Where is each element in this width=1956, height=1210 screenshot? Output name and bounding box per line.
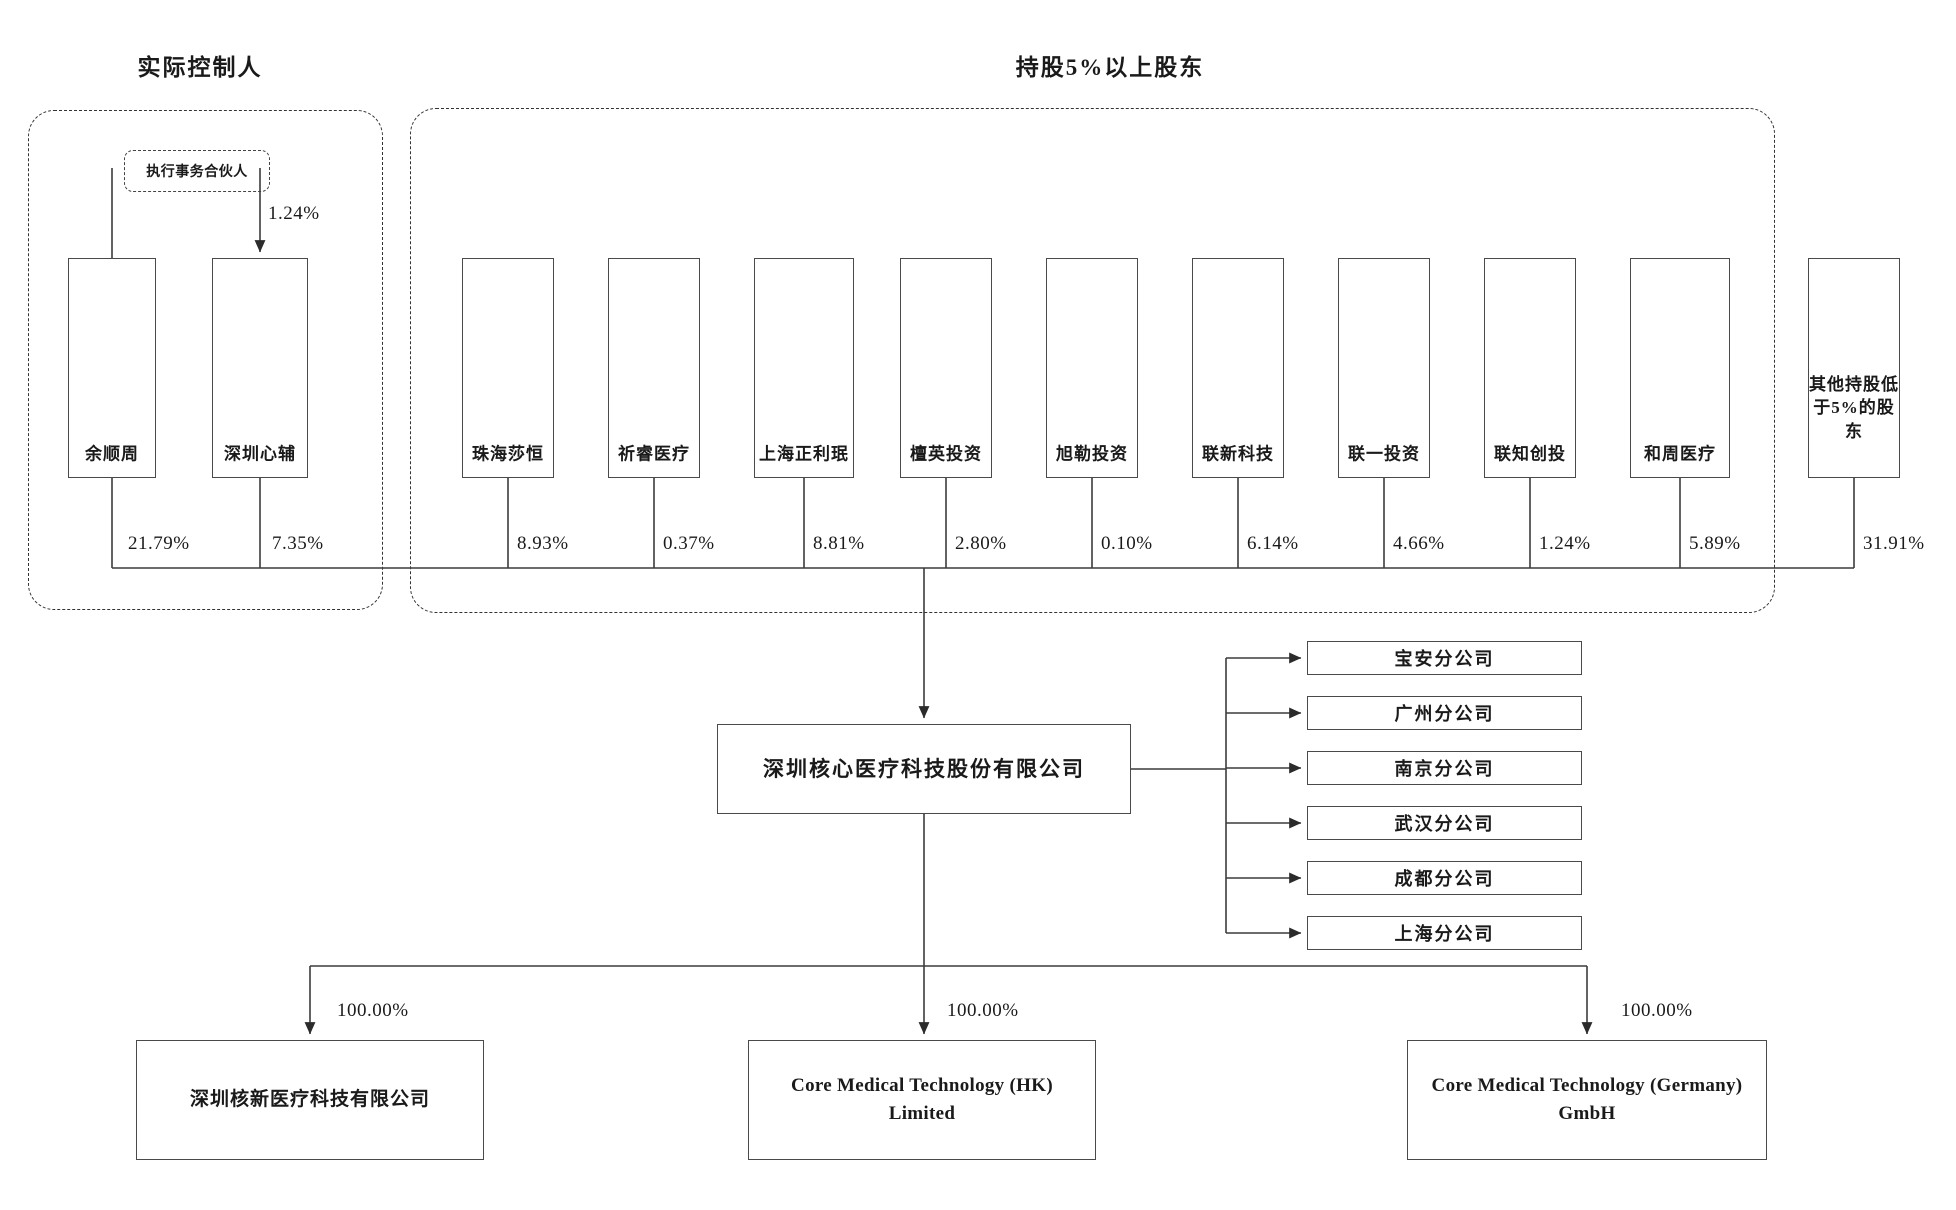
percent-label-sh-7: 1.24% [1539, 533, 1591, 554]
shareholder-box-1: 祈睿医疗 [608, 258, 700, 478]
branch-box-5: 上海分公司 [1307, 916, 1582, 950]
percent-label-sh-5: 6.14% [1247, 533, 1299, 554]
group-title-actual-controller: 实际控制人 [137, 55, 263, 80]
shareholder-box-6: 联一投资 [1338, 258, 1430, 478]
shareholder-label: 旭勒投资 [1056, 444, 1128, 464]
percent-label-sh-other: 31.91% [1863, 533, 1925, 554]
percent-label-shenzhenxinfu: 7.35% [272, 533, 324, 554]
percent-label-sub-0: 100.00% [337, 1000, 409, 1021]
percent-label-sub-2: 100.00% [1621, 1000, 1693, 1021]
shareholder-box-4: 旭勒投资 [1046, 258, 1138, 478]
branch-box-0: 宝安分公司 [1307, 641, 1582, 675]
subsidiary-label: Core Medical Technology (Germany) GmbH [1431, 1075, 1743, 1124]
dashed-region-major-shareholders [410, 108, 1775, 613]
shareholder-box-3: 檀英投资 [900, 258, 992, 478]
executive-partner-label: 执行事务合伙人 [146, 165, 248, 180]
subsidiary-label: 深圳核新医疗科技有限公司 [189, 1089, 430, 1111]
branch-box-4: 成都分公司 [1307, 861, 1582, 895]
dashed-region-actual-controller [28, 110, 383, 610]
shareholder-box-other: 其他持股低于5%的股东 [1808, 258, 1900, 478]
percent-label-sh-2: 8.81% [813, 533, 865, 554]
branch-label: 上海分公司 [1394, 924, 1495, 944]
percent-label-sh-6: 4.66% [1393, 533, 1445, 554]
shareholder-box-7: 联知创投 [1484, 258, 1576, 478]
percent-label-sh-3: 2.80% [955, 533, 1007, 554]
shareholder-label: 联一投资 [1348, 444, 1420, 464]
executive-partner-box: 执行事务合伙人 [124, 150, 270, 192]
branch-box-3: 武汉分公司 [1307, 806, 1582, 840]
entity-box-shenzhenxinfu: 深圳心辅 [212, 258, 308, 478]
branch-label: 宝安分公司 [1394, 649, 1495, 669]
branch-box-2: 南京分公司 [1307, 751, 1582, 785]
percent-label-sh-4: 0.10% [1101, 533, 1153, 554]
shareholder-label: 檀英投资 [910, 444, 982, 464]
shareholder-label: 上海正利珉 [759, 444, 849, 464]
branch-label: 南京分公司 [1394, 759, 1495, 779]
shareholder-label: 和周医疗 [1644, 444, 1716, 464]
percent-label-sh-1: 0.37% [663, 533, 715, 554]
subsidiary-label: Core Medical Technology (HK) Limited [791, 1075, 1053, 1124]
subsidiary-box-2: Core Medical Technology (Germany) GmbH [1407, 1040, 1767, 1160]
branch-label: 武汉分公司 [1394, 814, 1495, 834]
entity-label: 余顺周 [85, 444, 139, 464]
shareholder-label: 联知创投 [1494, 444, 1566, 464]
shareholder-box-8: 和周医疗 [1630, 258, 1730, 478]
shareholder-box-2: 上海正利珉 [754, 258, 854, 478]
partner-percent-label: 1.24% [268, 203, 320, 224]
subsidiary-box-1: Core Medical Technology (HK) Limited [748, 1040, 1096, 1160]
shareholder-label: 祈睿医疗 [618, 444, 690, 464]
percent-label-sh-0: 8.93% [517, 533, 569, 554]
percent-label-sub-1: 100.00% [947, 1000, 1019, 1021]
branch-label: 广州分公司 [1394, 704, 1495, 724]
shareholder-label: 联新科技 [1202, 444, 1274, 464]
entity-label: 深圳心辅 [224, 444, 296, 464]
shareholder-label: 珠海莎恒 [472, 444, 544, 464]
shareholder-label: 其他持股低于5%的股东 [1809, 374, 1899, 441]
group-title-major-shareholders: 持股5%以上股东 [1015, 55, 1205, 80]
entity-box-yushunzhou: 余顺周 [68, 258, 156, 478]
main-company-label: 深圳核心医疗科技股份有限公司 [763, 756, 1085, 781]
shareholder-box-5: 联新科技 [1192, 258, 1284, 478]
percent-label-sh-8: 5.89% [1689, 533, 1741, 554]
shareholder-box-0: 珠海莎恒 [462, 258, 554, 478]
branch-label: 成都分公司 [1394, 869, 1495, 889]
branch-box-1: 广州分公司 [1307, 696, 1582, 730]
percent-label-yushunzhou: 21.79% [128, 533, 190, 554]
main-company-box: 深圳核心医疗科技股份有限公司 [717, 724, 1131, 814]
subsidiary-box-0: 深圳核新医疗科技有限公司 [136, 1040, 484, 1160]
